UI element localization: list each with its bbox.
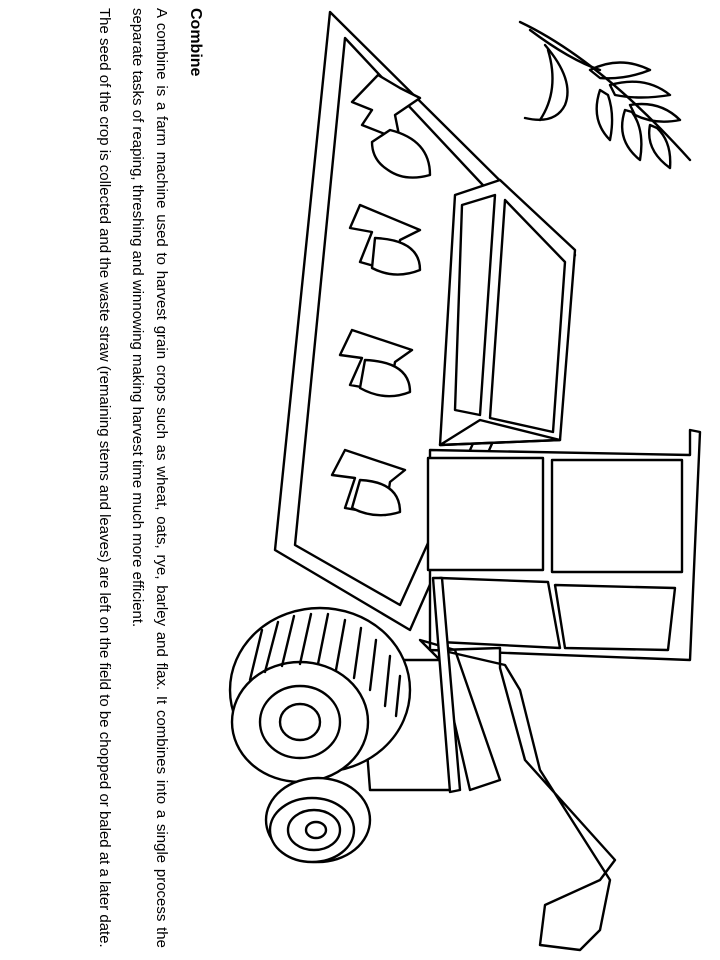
tire-treads: [248, 612, 402, 718]
combine-header: [273, 10, 577, 632]
combine-body: [438, 178, 577, 447]
rear-wheel: [264, 776, 372, 864]
wheat-leaf: [523, 43, 569, 122]
combine-cab: [426, 428, 702, 662]
cab-window-left: [426, 456, 545, 572]
ladder: [431, 576, 462, 794]
wheat-stalk: [518, 20, 692, 170]
wheat-head: [588, 61, 682, 170]
cab-window-lower: [438, 576, 562, 650]
reel-bats: [330, 73, 432, 517]
wheat-stem: [518, 20, 692, 162]
cab-window-right: [550, 458, 684, 574]
front-wheel: [228, 606, 412, 784]
